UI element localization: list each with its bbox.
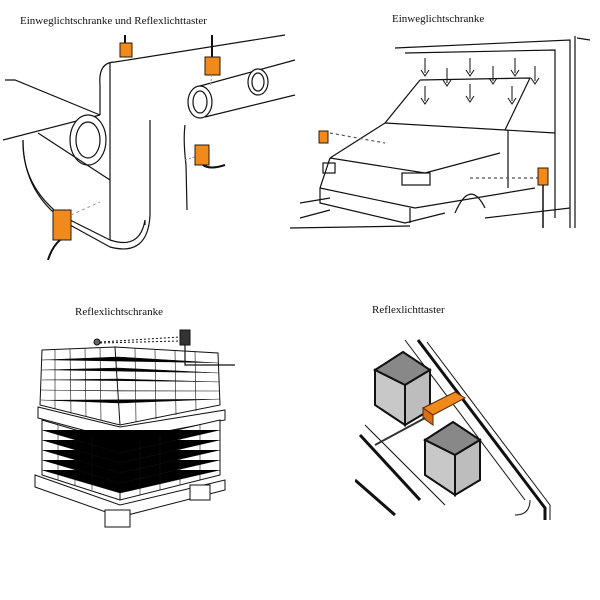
panel-car-illustration	[290, 28, 600, 233]
sensor-boxes	[374, 391, 467, 446]
sensor-mid-right	[184, 144, 226, 169]
caption-car: Einweglichtschranke	[392, 13, 485, 25]
sensor-bottom-left	[47, 201, 101, 260]
panel-web-illustration	[0, 25, 300, 260]
panel-pallet-illustration	[30, 325, 240, 535]
sensor-top-left	[119, 35, 133, 58]
panel-boxes-illustration	[355, 330, 555, 520]
box-lower	[422, 420, 482, 497]
caption-web: Einweglichtschranke und Reflexlichttaste…	[20, 15, 207, 27]
sensor-pallet	[179, 329, 235, 366]
caption-pallet: Reflexlichtschranke	[75, 306, 163, 318]
sensor-top-right	[204, 35, 221, 88]
sensor-emitter-car	[318, 130, 329, 144]
caption-boxes: Reflexlichttaster	[372, 304, 445, 316]
sensor-receiver-car	[537, 167, 549, 228]
reflector	[93, 336, 181, 346]
